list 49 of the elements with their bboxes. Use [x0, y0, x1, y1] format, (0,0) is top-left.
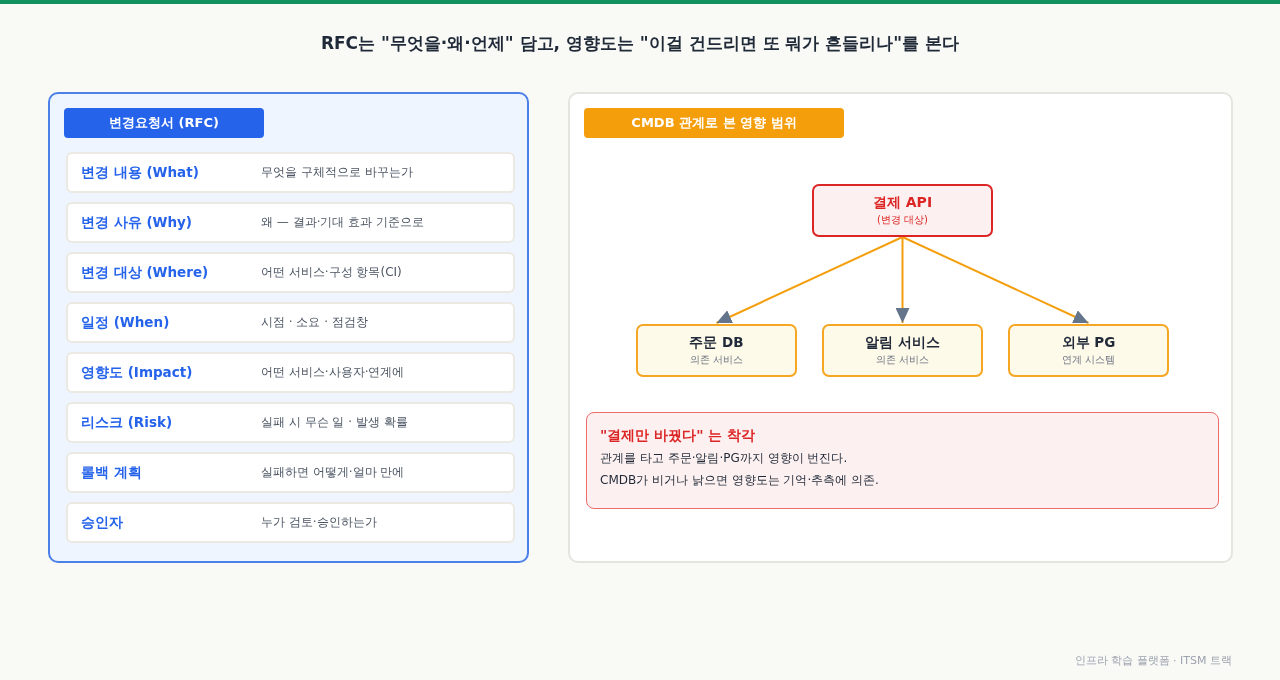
box-subtitle: 의존 서비스: [688, 353, 745, 367]
field-description: 어떤 서비스·사용자·연계에: [261, 364, 405, 381]
callout-text: CMDB가 비거나 낡으면 영향도는 기억·추측에 의존.: [600, 472, 879, 489]
service-box: [822, 324, 983, 377]
arrow: [901, 236, 1090, 324]
field-row: [66, 502, 515, 543]
field-label: 변경 대상 (Where): [81, 263, 209, 282]
field-row: [66, 352, 515, 393]
field-label: 롤백 계획: [81, 463, 142, 482]
field-row: [66, 202, 515, 243]
target-box: [812, 184, 993, 237]
field-row: [66, 452, 515, 493]
title: RFC는 "무엇을·왜·언제" 담고, 영향도는 "이걸 건드리면 또 뭐가 흔들리나"를 본다: [319, 32, 961, 55]
field-row: [66, 302, 515, 343]
field-label: 일정 (When): [81, 313, 170, 332]
arrow: [715, 236, 904, 324]
field-label: 변경 내용 (What): [81, 163, 199, 182]
arrow: [895, 236, 910, 324]
callout-heading: "결제만 바꿨다" 는 착각: [600, 426, 756, 445]
box-subtitle: (변경 대상): [876, 213, 929, 227]
field-label: 승인자: [81, 513, 123, 532]
service-box: [1008, 324, 1169, 377]
box-subtitle: 의존 서비스: [874, 353, 931, 367]
field-description: 시점 · 소요 · 점검창: [261, 314, 368, 331]
box-title: 알림 서비스: [864, 333, 941, 352]
box-title: 외부 PG: [1060, 333, 1117, 352]
field-description: 어떤 서비스·구성 항목(CI): [261, 264, 402, 281]
field-description: 누가 검토·승인하는가: [261, 514, 377, 531]
field-description: 무엇을 구체적으로 바꾸는가: [261, 164, 413, 181]
field-description: 왜 — 결과·기대 효과 기준으로: [261, 214, 425, 231]
box-title: 결제 API: [871, 193, 934, 212]
field-row: [66, 152, 515, 193]
form-panel: [48, 92, 529, 563]
section-header: 변경요청서 (RFC): [64, 108, 264, 138]
footer-note: 인프라 학습 플랫폼 · ITSM 트랙: [1074, 653, 1232, 669]
box-title: 주문 DB: [688, 333, 745, 352]
field-label: 영향도 (Impact): [81, 363, 193, 382]
diagram-panel: [568, 92, 1233, 563]
field-label: 변경 사유 (Why): [81, 213, 193, 232]
warning-callout: [586, 412, 1219, 509]
callout-text: 관계를 타고 주문·알림·PG까지 영향이 번진다.: [600, 450, 848, 467]
field-row: [66, 252, 515, 293]
field-row: [66, 402, 515, 443]
field-description: 실패 시 무슨 일 · 발생 확률: [261, 414, 408, 431]
section-header: CMDB 관계로 본 영향 범위: [584, 108, 844, 138]
service-box: [636, 324, 797, 377]
field-description: 실패하면 어떻게·얼마 만에: [261, 464, 405, 481]
field-label: 리스크 (Risk): [81, 413, 173, 432]
box-subtitle: 연계 시스템: [1060, 353, 1117, 367]
